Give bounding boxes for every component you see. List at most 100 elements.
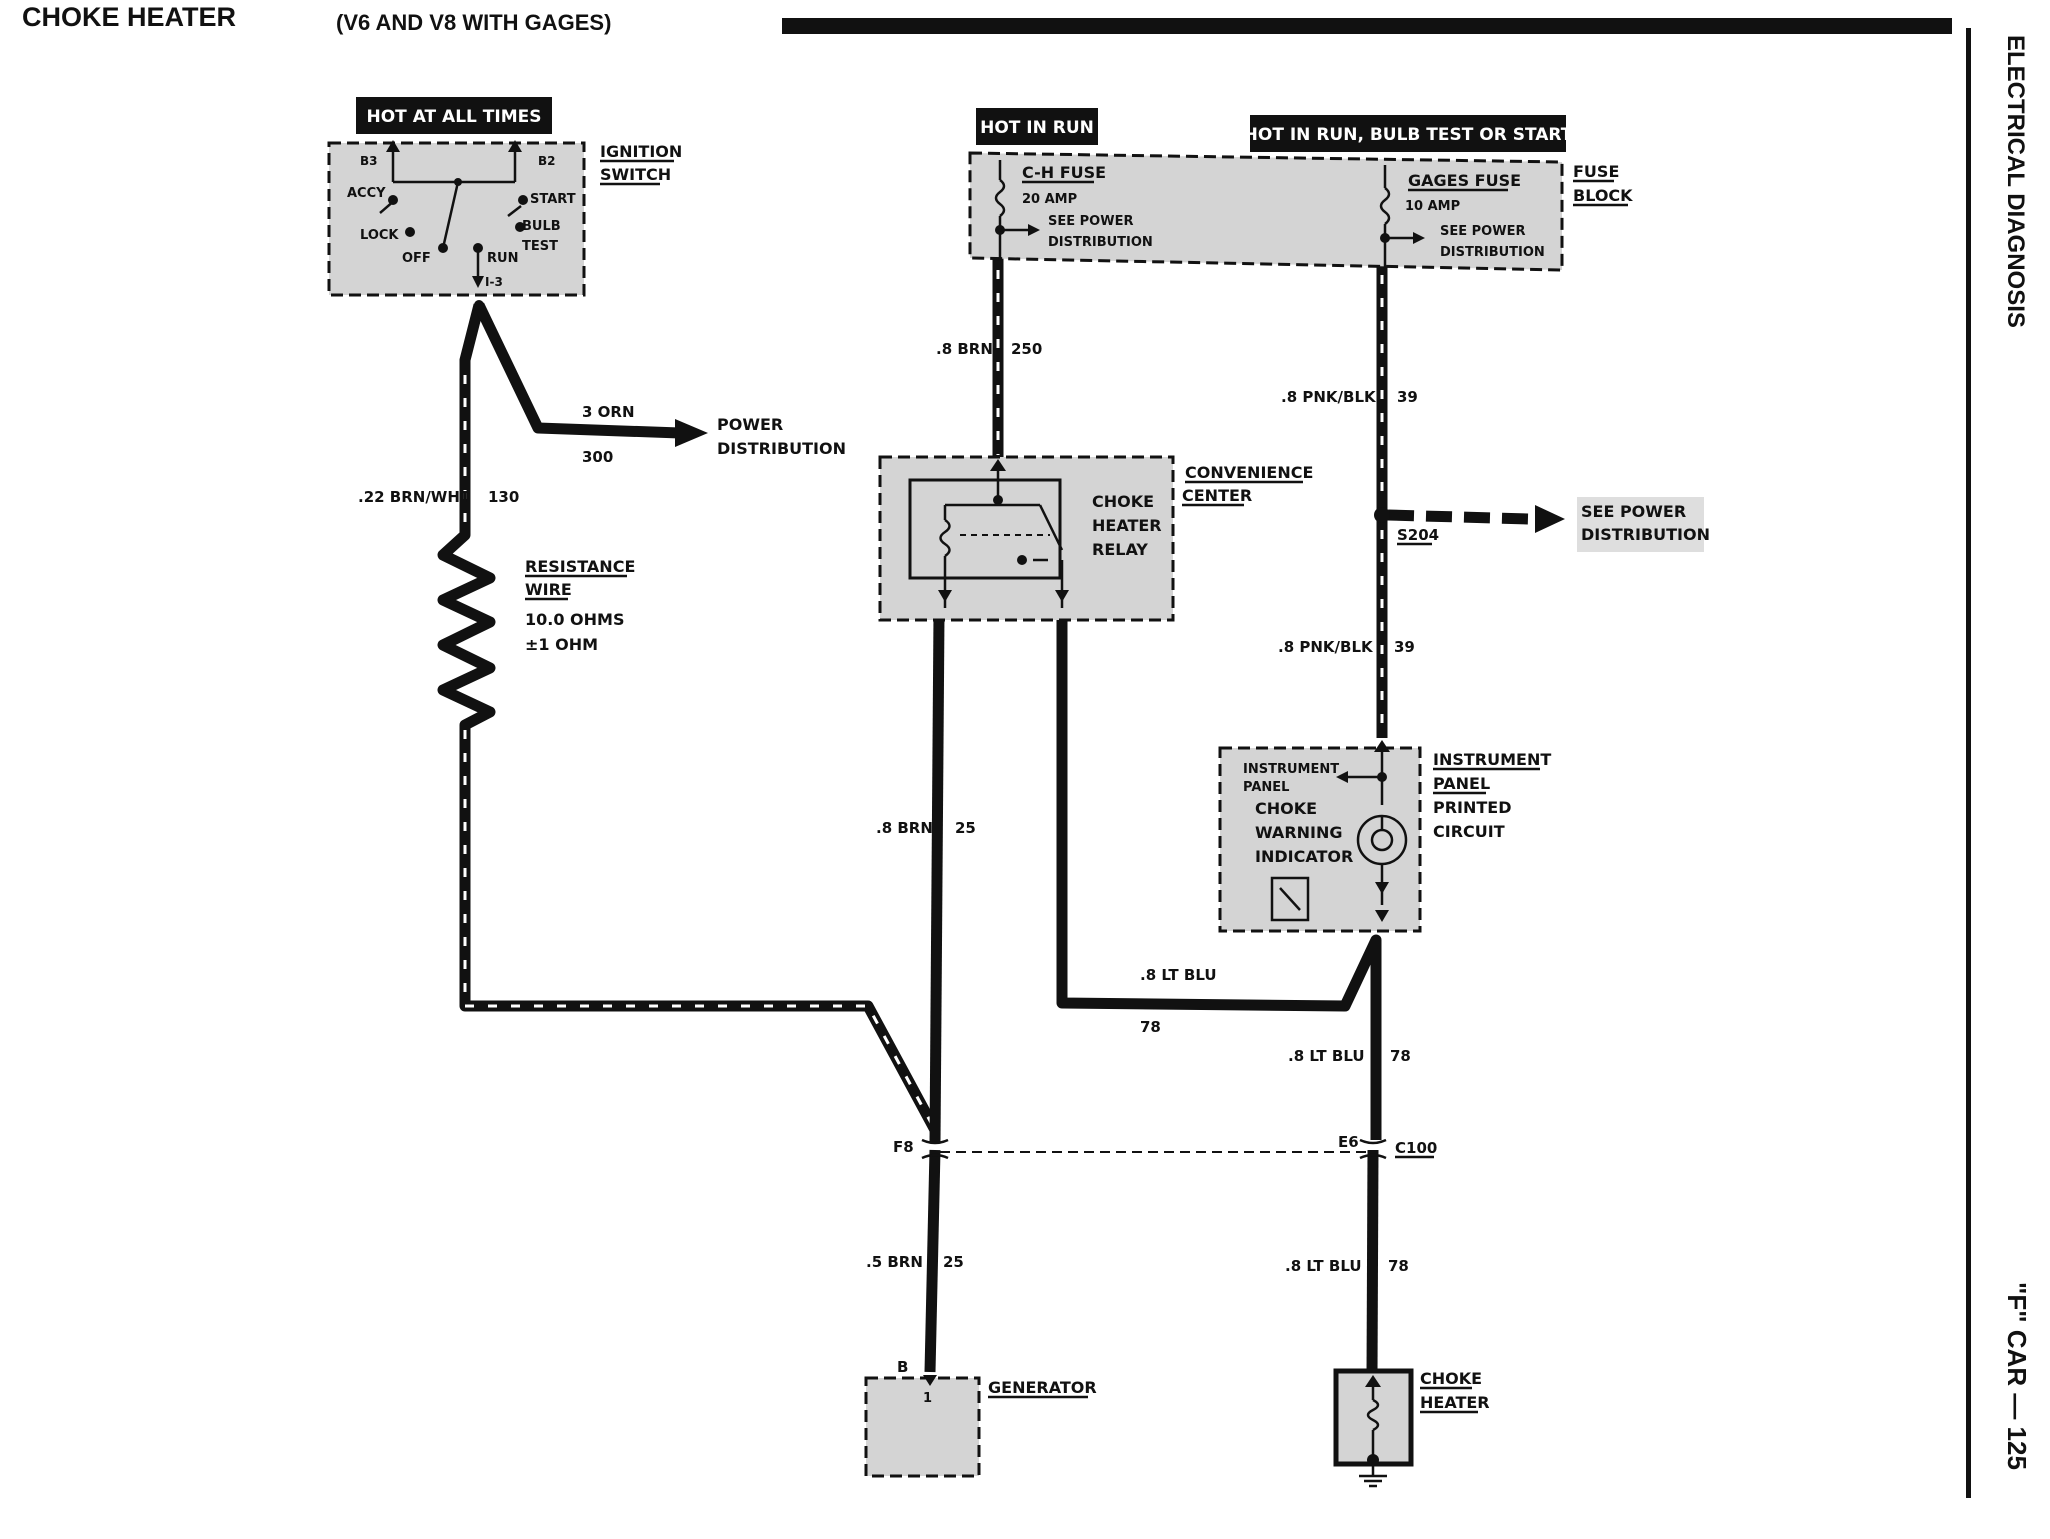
ch-distribution: DISTRIBUTION xyxy=(1048,235,1153,250)
wire-39a-circuit: 39 xyxy=(1397,388,1418,406)
gages-fuse-amp: 10 AMP xyxy=(1405,199,1460,214)
gages-see-power: SEE POWER xyxy=(1440,224,1525,239)
terminal-b2: B2 xyxy=(538,154,556,168)
wire-250-circuit: 250 xyxy=(1011,340,1042,358)
wire-78 xyxy=(1056,614,1382,1140)
ip-label-3: PRINTED xyxy=(1433,798,1512,817)
convenience-center-box xyxy=(878,455,1175,622)
indicator-lamp-icon xyxy=(1270,876,1310,922)
relay-label-3: RELAY xyxy=(1092,540,1148,559)
choke-heater-label-1: CHOKE xyxy=(1420,1369,1482,1388)
ip-inner-3: CHOKE xyxy=(1255,799,1317,818)
wire-78a-circuit: 78 xyxy=(1140,1018,1161,1036)
wire-25a-circuit: 25 xyxy=(955,819,976,837)
wire-25a-gauge: .8 BRN xyxy=(876,819,933,837)
ip-inner-5: INDICATOR xyxy=(1255,847,1353,866)
position-accy: ACCY xyxy=(347,186,386,201)
choke-heater-element xyxy=(1365,1375,1381,1466)
gages-fuse-label: GAGES FUSE xyxy=(1408,171,1521,190)
wire-25-lower xyxy=(924,1149,941,1373)
wire-25b-circuit: 25 xyxy=(943,1253,964,1271)
ip-inner-4: WARNING xyxy=(1255,823,1343,842)
ignition-output-node xyxy=(474,300,484,310)
ip-label-1: INSTRUMENT xyxy=(1433,750,1551,769)
ch-fuse-label: C-H FUSE xyxy=(1022,163,1106,182)
resistance-wire-tolerance: ±1 OHM xyxy=(525,635,598,654)
wire-130-circuit: 130 xyxy=(488,488,519,506)
wire-78b-circuit: 78 xyxy=(1390,1047,1411,1065)
wire-130-gauge: .22 BRN/WHT xyxy=(358,488,471,506)
ch-fuse-symbol xyxy=(994,160,1040,258)
side-section-title: ELECTRICAL DIAGNOSIS xyxy=(2002,35,2029,328)
f8-connector-mark xyxy=(921,1138,949,1160)
ignition-switch-label-2: SWITCH xyxy=(600,165,671,184)
relay-internal xyxy=(938,459,1069,608)
page-subtitle: (V6 AND V8 WITH GAGES) xyxy=(336,10,611,35)
wire-78-lower xyxy=(1366,1149,1379,1376)
terminal-b3: B3 xyxy=(360,154,378,168)
position-test: TEST xyxy=(522,239,558,254)
splice-s204-label: S204 xyxy=(1397,526,1439,544)
ch-fuse-amp: 20 AMP xyxy=(1022,192,1077,207)
wire-250-gauge: .8 BRN xyxy=(936,340,993,358)
hot-at-all-times-label: HOT AT ALL TIMES xyxy=(367,107,542,127)
choke-heater-label-2: HEATER xyxy=(1420,1393,1490,1412)
relay-label-1: CHOKE xyxy=(1092,492,1154,511)
hot-in-run-bulb-test-banner xyxy=(1250,115,1566,152)
wire-300 xyxy=(474,302,681,439)
connector-f8: F8 xyxy=(893,1138,914,1156)
resistance-wire-label-1: RESISTANCE xyxy=(525,557,635,576)
generator-label: GENERATOR xyxy=(988,1378,1097,1397)
hot-in-run-bulb-test-label: HOT IN RUN, BULB TEST OR START xyxy=(1244,125,1573,145)
ch-see-power: SEE POWER xyxy=(1048,214,1133,229)
ip-inner-1: INSTRUMENT xyxy=(1243,762,1339,777)
connector-e6: E6 xyxy=(1338,1133,1359,1151)
resistance-wire-value: 10.0 OHMS xyxy=(525,610,624,629)
fuse-block-label-2: BLOCK xyxy=(1573,186,1633,205)
gages-distribution: DISTRIBUTION xyxy=(1440,245,1545,260)
fuse-block-label-1: FUSE xyxy=(1573,162,1619,181)
position-bulb: BULB xyxy=(522,219,561,234)
wire-300-circuit: 300 xyxy=(582,448,613,466)
generator-pin-1: 1 xyxy=(923,1391,932,1406)
convenience-center-label-1: CONVENIENCE xyxy=(1185,463,1313,482)
ip-label-2: PANEL xyxy=(1433,774,1490,793)
hot-at-all-times-banner xyxy=(356,97,552,134)
wire-78a-gauge: .8 LT BLU xyxy=(1140,966,1217,984)
gages-fuse-symbol xyxy=(1379,165,1425,268)
e6-connector-mark xyxy=(1359,1138,1387,1160)
resistance-wire-label-2: WIRE xyxy=(525,580,572,599)
wire-39a-gauge: .8 PNK/BLK xyxy=(1281,388,1377,406)
wire-25-upper xyxy=(929,613,945,1143)
ip-inner-2: PANEL xyxy=(1243,780,1289,795)
wire-78b-gauge: .8 LT BLU xyxy=(1288,1047,1365,1065)
s204-distribution: DISTRIBUTION xyxy=(1581,525,1710,544)
header-bar xyxy=(782,18,1952,34)
generator-terminal-arrow xyxy=(923,1375,937,1386)
generator-pin-b: B xyxy=(897,1358,908,1376)
power-distribution-2: DISTRIBUTION xyxy=(717,439,846,458)
convenience-center-label-2: CENTER xyxy=(1182,486,1252,505)
s204-branch xyxy=(1387,509,1531,525)
wire-39b-circuit: 39 xyxy=(1394,638,1415,656)
s204-see-power: SEE POWER xyxy=(1581,502,1686,521)
power-distribution-arrow xyxy=(675,419,708,447)
position-start: START xyxy=(530,192,576,207)
connector-c100: C100 xyxy=(1395,1139,1437,1157)
ip-label-4: CIRCUIT xyxy=(1433,822,1505,841)
s204-see-power-box xyxy=(1577,497,1704,552)
position-lock: LOCK xyxy=(360,228,399,243)
hot-in-run-banner xyxy=(976,108,1098,145)
wire-300-gauge: 3 ORN xyxy=(582,403,635,421)
wire-78c-gauge: .8 LT BLU xyxy=(1285,1257,1362,1275)
page-title: CHOKE HEATER xyxy=(22,2,236,32)
wire-130 xyxy=(437,303,940,1133)
position-run: RUN xyxy=(487,251,518,266)
hot-in-run-label: HOT IN RUN xyxy=(980,118,1094,138)
side-rule xyxy=(1966,28,1971,1498)
wire-39b-gauge: .8 PNK/BLK xyxy=(1278,638,1374,656)
ground-icon xyxy=(1359,1464,1387,1488)
s204-arrow xyxy=(1535,505,1565,533)
generator-box xyxy=(864,1376,981,1478)
